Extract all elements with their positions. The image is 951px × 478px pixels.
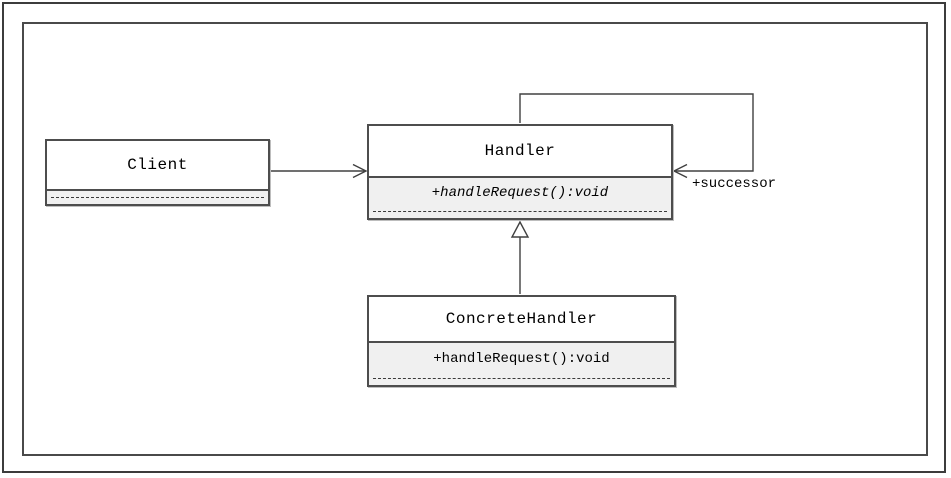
class-name-concretehandler: ConcreteHandler (369, 297, 674, 343)
compartment-separator-dashed-line (373, 211, 667, 212)
method-handler-handlerequest: +handleRequest():void (431, 185, 609, 201)
class-box-client: Client (45, 139, 270, 206)
class-name-handler: Handler (369, 126, 671, 178)
association-role-label-successor: +successor (692, 176, 777, 192)
class-name-client: Client (47, 141, 268, 191)
class-box-concretehandler: ConcreteHandler +handleRequest():void (367, 295, 676, 387)
method-concretehandler-handlerequest: +handleRequest():void (433, 351, 610, 367)
class-box-handler: Handler +handleRequest():void (367, 124, 673, 220)
compartment-separator-dashed-line (373, 378, 670, 379)
diagram-outer-frame (2, 2, 946, 473)
diagram-inner-frame (22, 22, 928, 456)
class-handler-method-compartment: +handleRequest():void (369, 178, 671, 218)
class-client-empty-compartment (47, 191, 268, 204)
compartment-separator-dashed-line (51, 197, 264, 198)
class-concretehandler-method-compartment: +handleRequest():void (369, 343, 674, 385)
